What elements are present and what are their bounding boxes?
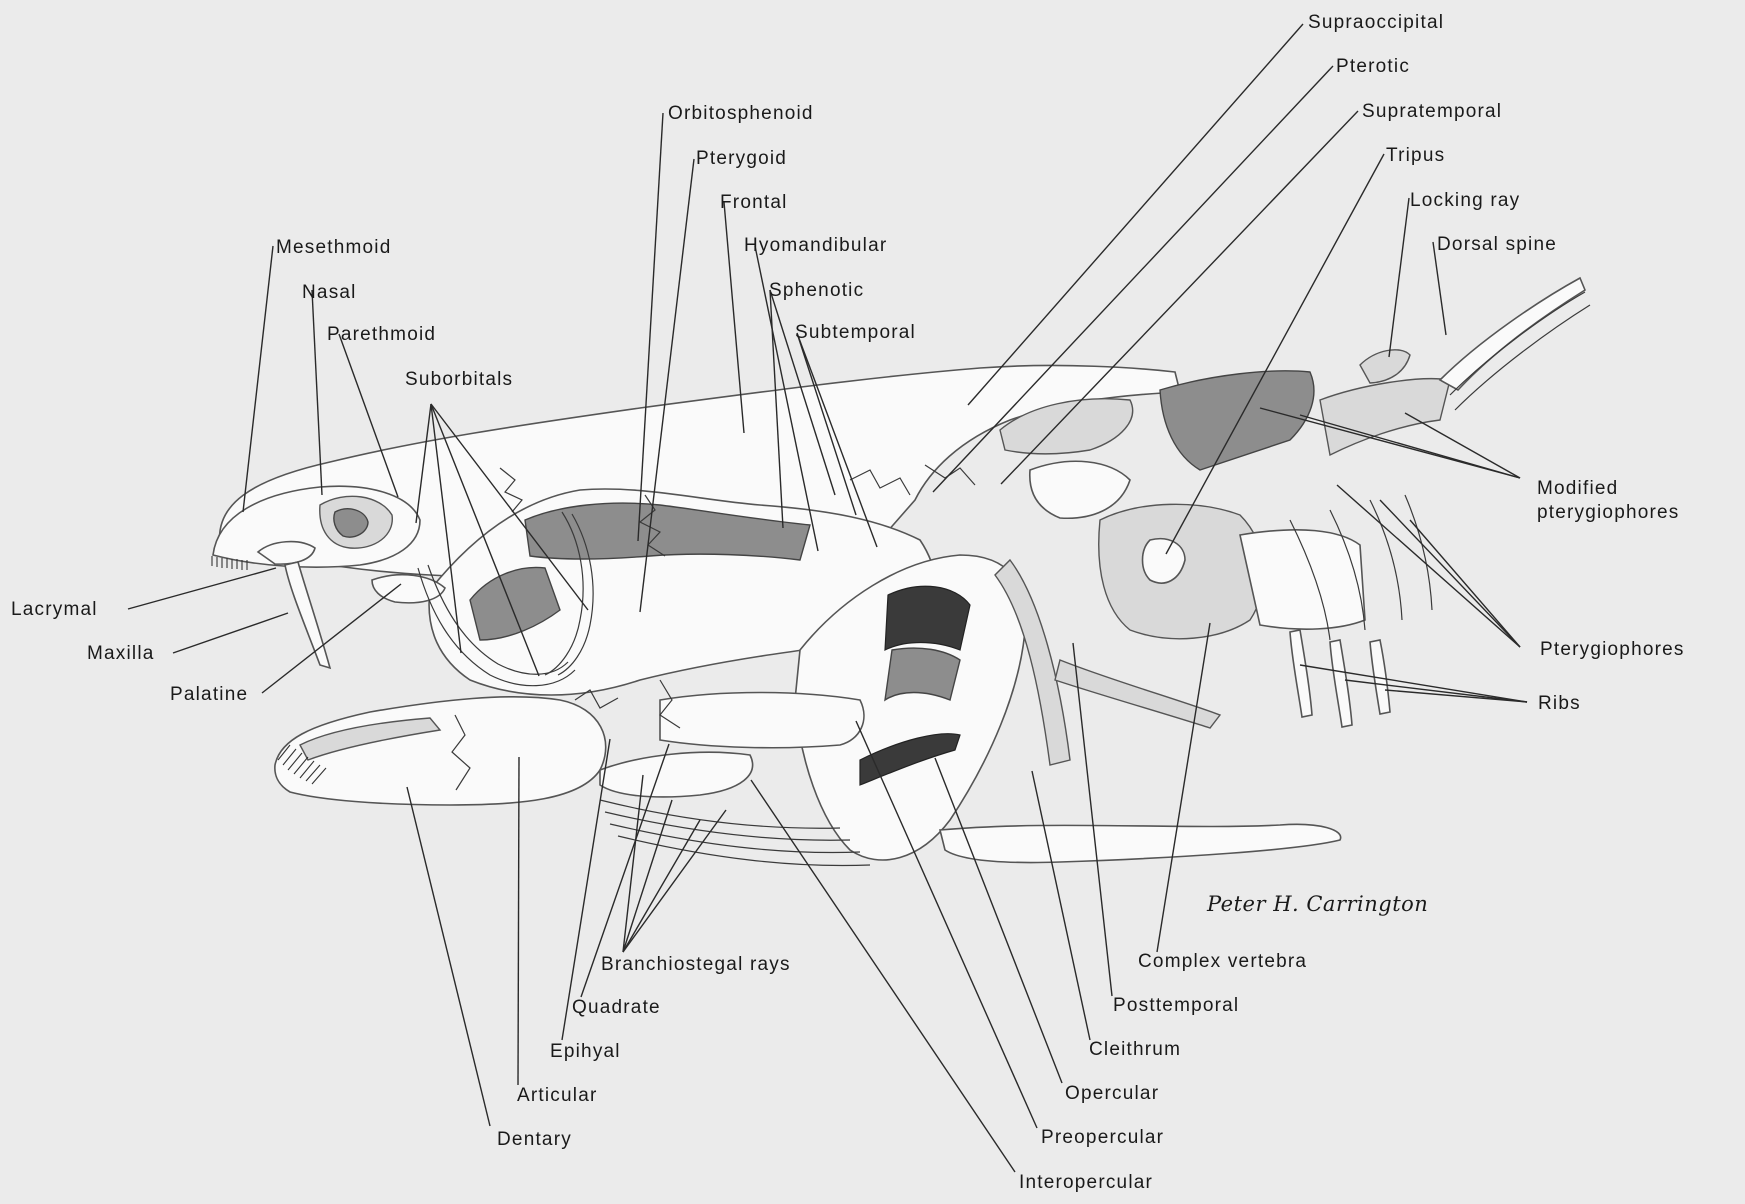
label-modified-pterygiophores-1: Modified xyxy=(1537,478,1618,499)
label-dorsal-spine: Dorsal spine xyxy=(1437,234,1557,255)
label-supraoccipital: Supraoccipital xyxy=(1308,12,1444,33)
label-pterotic: Pterotic xyxy=(1336,56,1410,77)
label-maxilla: Maxilla xyxy=(87,643,155,664)
label-frontal: Frontal xyxy=(720,192,788,213)
label-sphenotic: Sphenotic xyxy=(769,280,864,301)
label-pterygiophores: Pterygiophores xyxy=(1540,639,1685,660)
label-nasal: Nasal xyxy=(302,282,357,303)
label-ribs: Ribs xyxy=(1538,693,1581,714)
artist-signature: Peter H. Carrington xyxy=(1206,892,1428,916)
label-lacrymal: Lacrymal xyxy=(11,599,98,620)
label-palatine: Palatine xyxy=(170,684,248,705)
label-cleithrum: Cleithrum xyxy=(1089,1039,1181,1060)
label-epihyal: Epihyal xyxy=(550,1041,621,1062)
label-modified-pterygiophores-2: pterygiophores xyxy=(1537,502,1680,523)
label-branchiostegal-rays: Branchiostegal rays xyxy=(601,954,791,975)
label-subtemporal: Subtemporal xyxy=(795,322,916,343)
label-supratemporal: Supratemporal xyxy=(1362,101,1502,122)
label-interopercular: Interopercular xyxy=(1019,1172,1153,1193)
label-hyomandibular: Hyomandibular xyxy=(744,235,887,256)
label-quadrate: Quadrate xyxy=(572,997,661,1018)
label-locking-ray: Locking ray xyxy=(1410,190,1520,211)
label-opercular: Opercular xyxy=(1065,1083,1159,1104)
label-complex-vertebra: Complex vertebra xyxy=(1138,951,1307,972)
label-dentary: Dentary xyxy=(497,1129,572,1150)
label-posttemporal: Posttemporal xyxy=(1113,995,1239,1016)
label-parethmoid: Parethmoid xyxy=(327,324,436,345)
label-tripus: Tripus xyxy=(1386,145,1445,166)
label-mesethmoid: Mesethmoid xyxy=(276,237,392,258)
label-orbitosphenoid: Orbitosphenoid xyxy=(668,103,814,124)
skull-illustration xyxy=(212,278,1590,866)
label-suborbitals: Suborbitals xyxy=(405,369,513,390)
label-pterygoid: Pterygoid xyxy=(696,148,787,169)
label-articular: Articular xyxy=(517,1085,597,1106)
label-preopercular: Preopercular xyxy=(1041,1127,1164,1148)
